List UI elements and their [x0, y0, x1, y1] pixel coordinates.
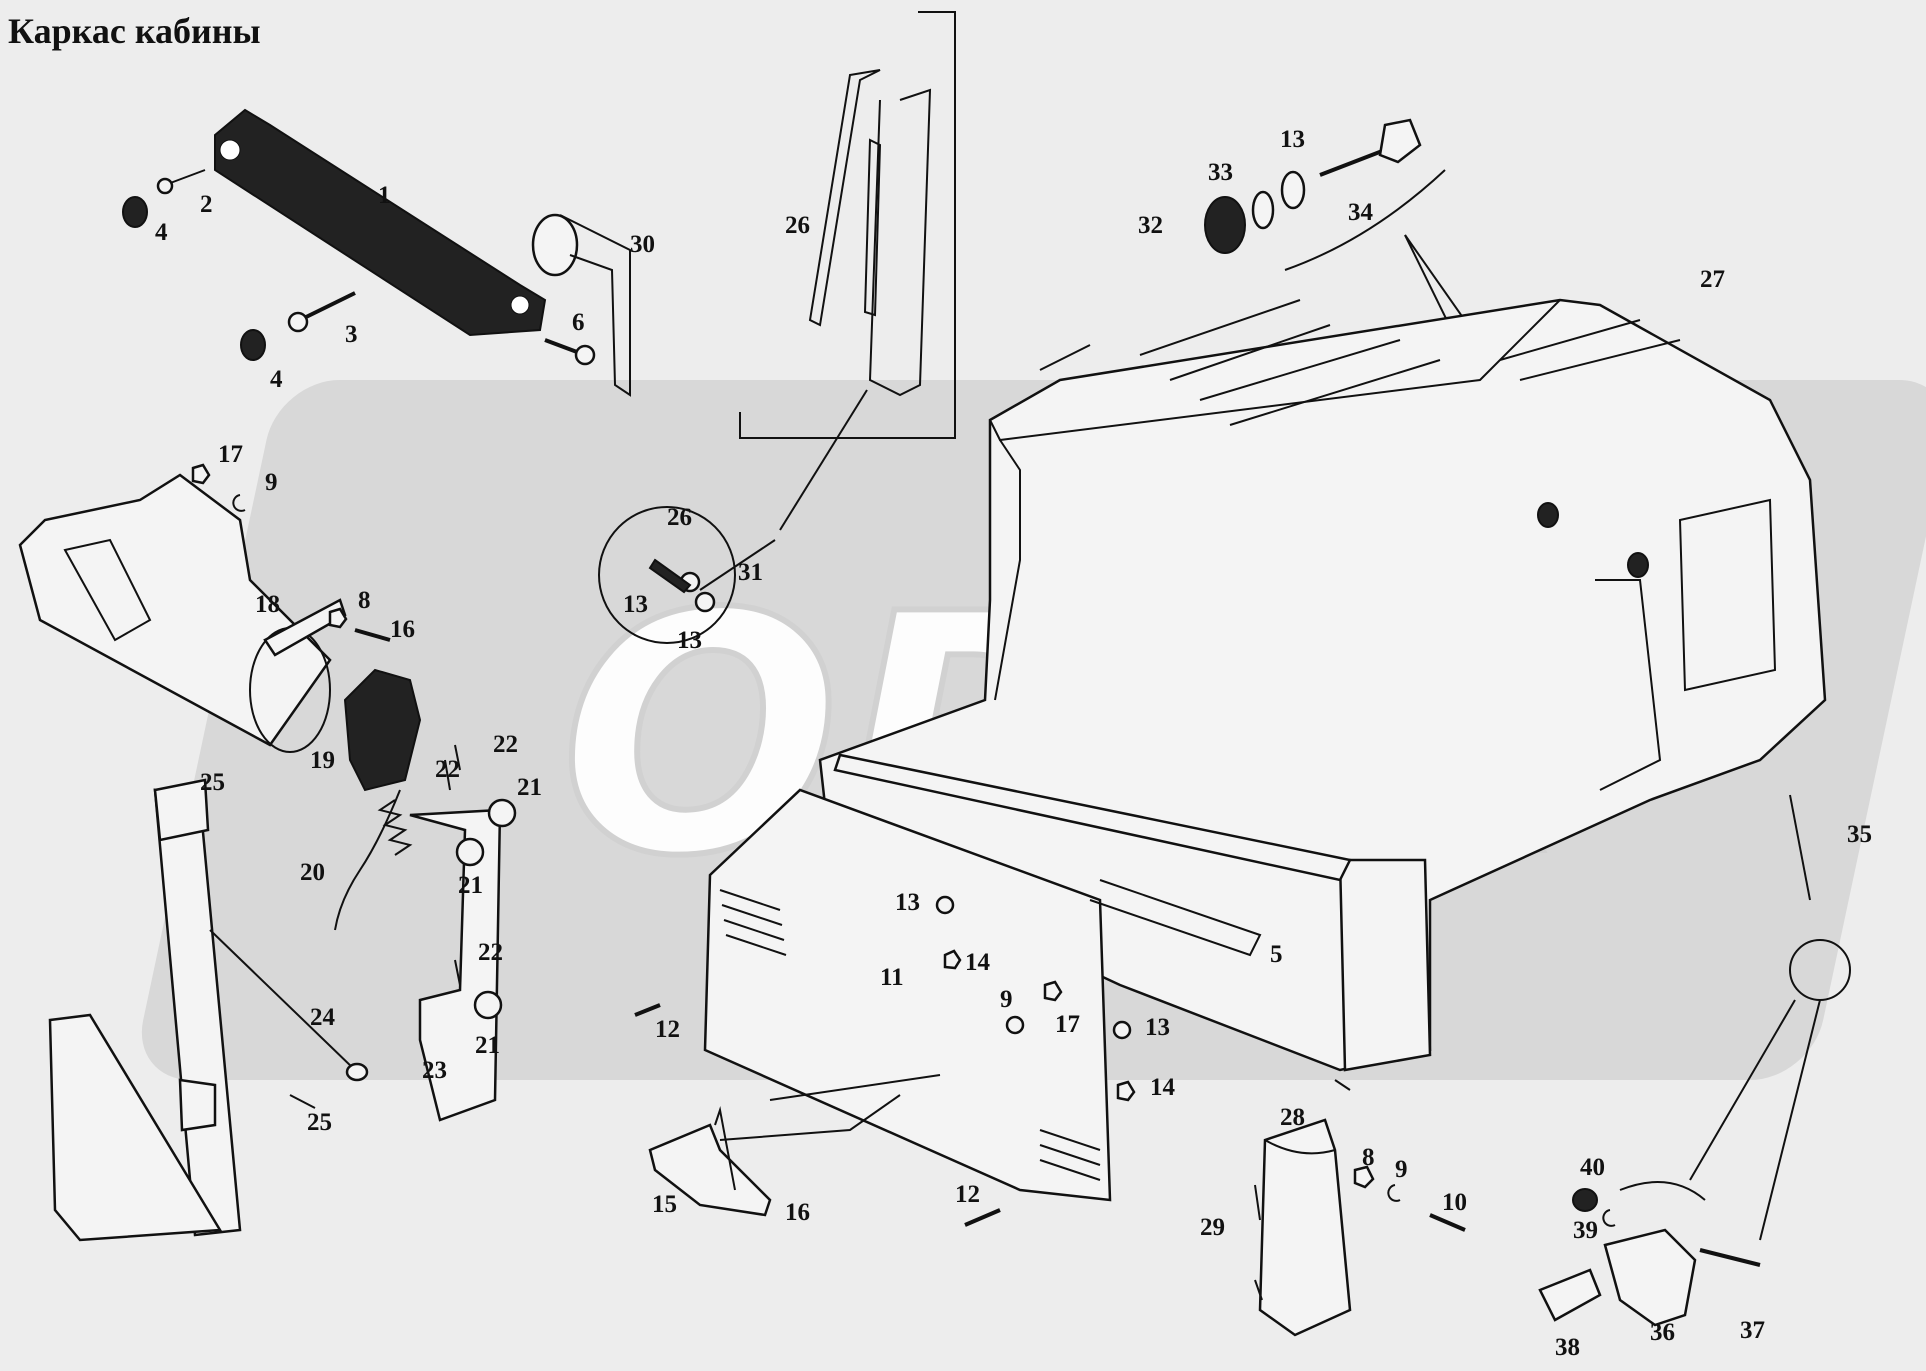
label-22: 22 — [478, 939, 503, 966]
label-27: 27 — [1700, 266, 1725, 293]
label-21: 21 — [475, 1032, 500, 1059]
label-14: 14 — [1150, 1074, 1176, 1101]
part-18-hood-housing — [18, 473, 347, 753]
label-13: 13 — [1280, 126, 1305, 153]
label-13: 13 — [895, 889, 920, 916]
parts-21-22-23-linkage — [409, 744, 517, 1122]
label-8: 8 — [358, 587, 371, 614]
label-30: 30 — [630, 231, 655, 258]
label-35: 35 — [1847, 821, 1872, 848]
part-15-bracket — [648, 1074, 941, 1217]
detail-circle-31 — [598, 506, 776, 644]
label-12: 12 — [655, 1016, 680, 1043]
parts-36-40-plate-hardware — [1538, 794, 1851, 1327]
label-21: 21 — [517, 774, 542, 801]
label-11: 11 — [880, 964, 904, 991]
label-23: 23 — [422, 1057, 447, 1084]
label-25: 25 — [200, 769, 225, 796]
label-38: 38 — [1555, 1334, 1580, 1361]
label-13: 13 — [677, 627, 702, 654]
part-26-gas-strut — [739, 11, 956, 531]
label-1: 1 — [378, 182, 391, 209]
label-24: 24 — [310, 1004, 336, 1031]
label-4: 4 — [155, 219, 168, 246]
part-30-bracket — [531, 213, 631, 397]
label-40: 40 — [1580, 1154, 1605, 1181]
label-26: 26 — [667, 504, 692, 531]
label-16: 16 — [390, 616, 415, 643]
label-36: 36 — [1650, 1319, 1675, 1346]
label-13: 13 — [1145, 1014, 1170, 1041]
label-39: 39 — [1573, 1217, 1598, 1244]
label-9: 9 — [1395, 1156, 1408, 1183]
label-32: 32 — [1138, 212, 1163, 239]
label-34: 34 — [1348, 199, 1374, 226]
label-28: 28 — [1280, 1104, 1305, 1131]
label-15: 15 — [652, 1191, 677, 1218]
label-9: 9 — [265, 469, 278, 496]
label-37: 37 — [1740, 1317, 1765, 1344]
part-28-29-step — [1254, 1079, 1352, 1337]
label-17: 17 — [1055, 1011, 1080, 1038]
label-4: 4 — [270, 366, 283, 393]
label-18: 18 — [255, 591, 280, 618]
label-22: 22 — [493, 731, 518, 758]
label-6: 6 — [572, 309, 585, 336]
label-31: 31 — [738, 559, 763, 586]
part-5-11-front-panel — [703, 753, 1352, 1202]
label-8: 8 — [1362, 1144, 1375, 1171]
label-12: 12 — [955, 1181, 980, 1208]
label-16: 16 — [785, 1199, 810, 1226]
part-24-25-rod-bracket — [48, 778, 369, 1242]
label-13: 13 — [623, 591, 648, 618]
label-5: 5 — [1270, 941, 1283, 968]
part-1-bracket-beam — [214, 108, 547, 337]
part-labels: 1 2 3 4 4 5 6 8 8 9 9 9 10 11 12 12 13 1… — [155, 126, 1872, 1361]
label-2: 2 — [200, 191, 213, 218]
label-14: 14 — [965, 949, 991, 976]
label-25: 25 — [307, 1109, 332, 1136]
label-21: 21 — [458, 872, 483, 899]
label-20: 20 — [300, 859, 325, 886]
label-19: 19 — [310, 747, 335, 774]
front-small-fasteners — [191, 463, 1466, 1232]
label-17: 17 — [218, 441, 243, 468]
fasteners-2-3-4-6 — [122, 169, 596, 366]
label-9: 9 — [1000, 986, 1013, 1013]
label-29: 29 — [1200, 1214, 1225, 1241]
label-33: 33 — [1208, 159, 1233, 186]
part-27-cab-body — [818, 298, 1827, 1072]
page-title: Каркас кабины — [8, 11, 261, 51]
label-3: 3 — [345, 321, 358, 348]
part-19-20-latch-spring — [334, 668, 422, 931]
label-26: 26 — [785, 212, 810, 239]
label-10: 10 — [1442, 1189, 1467, 1216]
label-22: 22 — [435, 756, 460, 783]
